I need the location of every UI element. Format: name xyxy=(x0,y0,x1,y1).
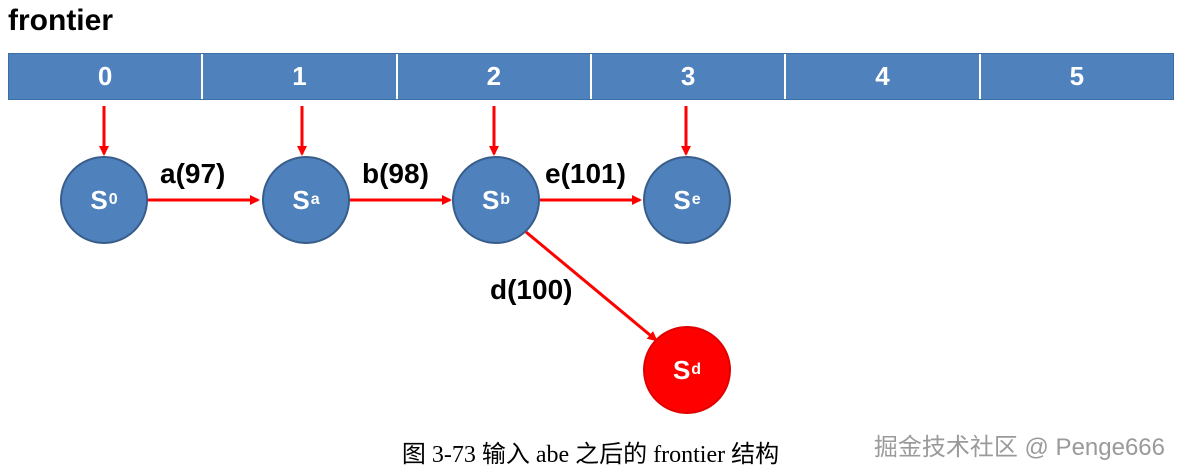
edge-label-b: b(98) xyxy=(362,158,429,189)
node-label: S xyxy=(673,184,691,215)
frontier-cell-1: 1 xyxy=(203,54,398,99)
node-label: S xyxy=(90,184,108,215)
node-subscript: b xyxy=(500,191,511,208)
frontier-cell-2: 2 xyxy=(398,54,592,99)
node-label: S xyxy=(481,184,500,215)
edge-label-a: a(97) xyxy=(160,158,226,189)
frontier-cell-0: 0 xyxy=(9,54,204,99)
node-subscript: 0 xyxy=(108,191,118,208)
node-subscript: d xyxy=(691,361,702,378)
node-subscript: e xyxy=(691,191,701,208)
frontier-cell-5: 5 xyxy=(1069,61,1085,91)
frontier-cell-3: 3 xyxy=(592,54,787,99)
frontier-cell-4: 4 xyxy=(786,54,981,99)
figure-caption: 图 3-73 输入 abe 之后的 frontier 结构 xyxy=(401,442,780,468)
diagram-title: frontier xyxy=(8,4,113,37)
node-label: S xyxy=(672,354,691,385)
node-subscript: a xyxy=(310,191,320,208)
edge-sb-sd xyxy=(525,230,658,342)
frontier-array: 0 1 2 3 4 5 xyxy=(8,53,1174,100)
edge-label-e: e(101) xyxy=(545,158,626,189)
edge-label-d: d(100) xyxy=(490,274,573,305)
node-label: S xyxy=(292,184,310,215)
watermark: 掘金技术社区 @ Penge666 xyxy=(873,434,1165,461)
